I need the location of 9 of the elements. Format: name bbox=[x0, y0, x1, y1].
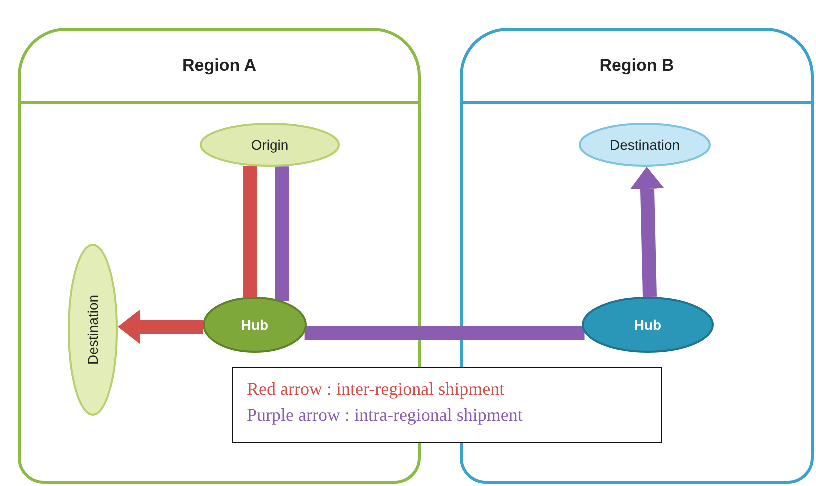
region-heading: Region B bbox=[600, 56, 674, 76]
legend-entry: Purple arrow : intra-regional shipment bbox=[247, 404, 524, 427]
node-label: Hub bbox=[241, 317, 269, 333]
node-label: Destination bbox=[85, 294, 101, 366]
legend-entry: Red arrow : inter-regional shipment bbox=[247, 378, 506, 401]
node-label: Origin bbox=[251, 137, 289, 153]
node-label: Hub bbox=[634, 317, 662, 333]
region-heading: Region A bbox=[182, 56, 256, 76]
node-label: Destination bbox=[610, 137, 680, 153]
